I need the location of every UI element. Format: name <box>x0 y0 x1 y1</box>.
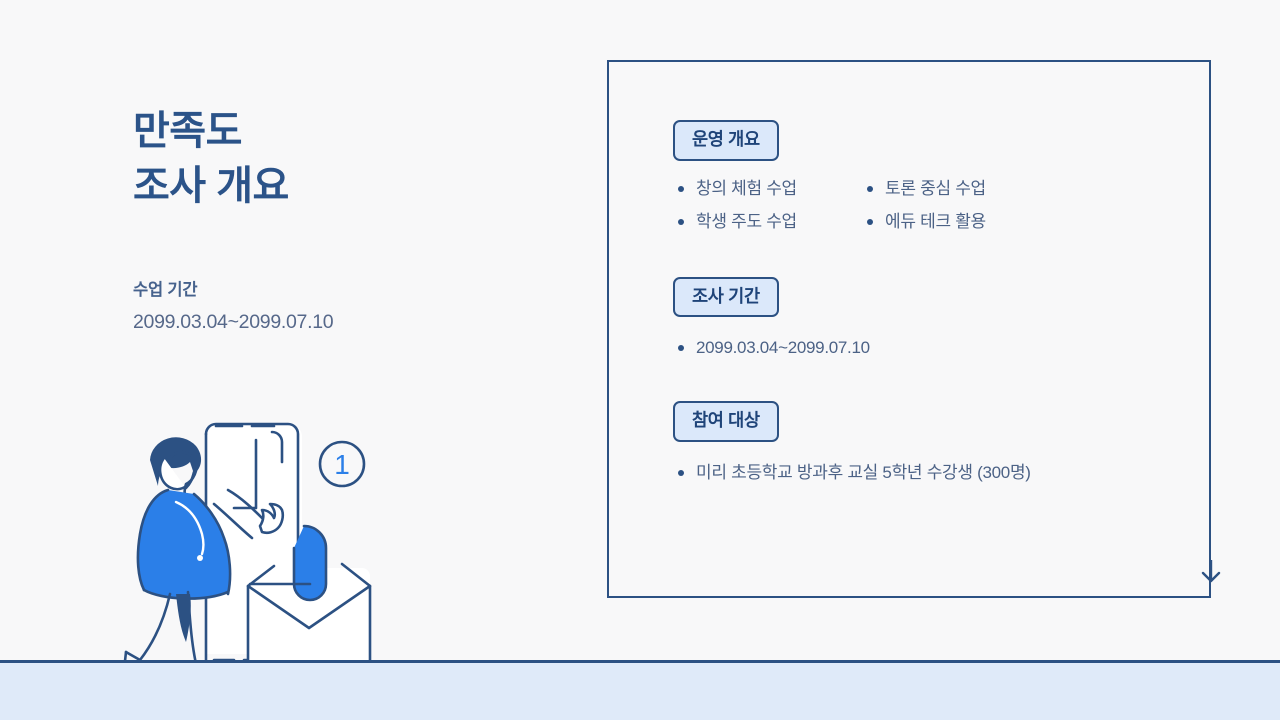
section-badge-participants: 참여 대상 <box>673 401 779 442</box>
voting-illustration: 1 <box>110 398 400 688</box>
operation-overview-lists: 창의 체험 수업 학생 주도 수업 토론 중심 수업 에듀 테크 활용 <box>673 180 1193 230</box>
content-panel <box>607 60 1211 598</box>
survey-period-list: 2099.03.04~2099.07.10 <box>673 339 1193 356</box>
operation-list-column-1: 창의 체험 수업 학생 주도 수업 <box>673 180 862 230</box>
period-value: 2099.03.04~2099.07.10 <box>133 311 334 334</box>
list-item: 학생 주도 수업 <box>673 213 862 230</box>
section-badge-operation-overview: 운영 개요 <box>673 120 779 161</box>
period-block: 수업 기간 2099.03.04~2099.07.10 <box>133 276 553 334</box>
section-badge-survey-period: 조사 기간 <box>673 276 779 317</box>
person <box>122 437 285 678</box>
ballot-slot <box>232 430 284 510</box>
list-item: 미리 초등학교 방과후 교실 5학년 수강생 (300명) <box>673 464 1193 481</box>
bottom-band <box>0 660 1280 720</box>
list-item: 2099.03.04~2099.07.10 <box>673 339 1193 356</box>
list-item: 에듀 테크 활용 <box>862 213 986 230</box>
section-survey-period: 조사 기간 2099.03.04~2099.07.10 <box>673 276 1193 356</box>
panel-content: 운영 개요 창의 체험 수업 학생 주도 수업 토론 중심 수업 에듀 테크 활… <box>673 120 1193 481</box>
participants-list: 미리 초등학교 방과후 교실 5학년 수강생 (300명) <box>673 464 1193 481</box>
operation-list-column-2: 토론 중심 수업 에듀 테크 활용 <box>862 180 986 230</box>
page-title: 만족도 조사 개요 <box>133 104 553 214</box>
list-item: 창의 체험 수업 <box>673 180 862 197</box>
page-title-line-2: 조사 개요 <box>133 164 289 209</box>
envelope <box>246 524 372 666</box>
section-participants: 참여 대상 미리 초등학교 방과후 교실 5학년 수강생 (300명) <box>673 401 1193 481</box>
down-arrow-icon <box>1201 560 1221 583</box>
step-number-text: 1 <box>334 449 350 480</box>
section-operation-overview: 운영 개요 창의 체험 수업 학생 주도 수업 토론 중심 수업 에듀 테크 활… <box>673 120 1193 230</box>
step-number-badge: 1 <box>318 440 366 488</box>
page-title-line-1: 만족도 <box>133 109 242 153</box>
left-column: 만족도 조사 개요 수업 기간 2099.03.04~2099.07.10 <box>133 104 553 334</box>
list-item: 토론 중심 수업 <box>862 180 986 197</box>
period-label: 수업 기간 <box>133 281 198 300</box>
